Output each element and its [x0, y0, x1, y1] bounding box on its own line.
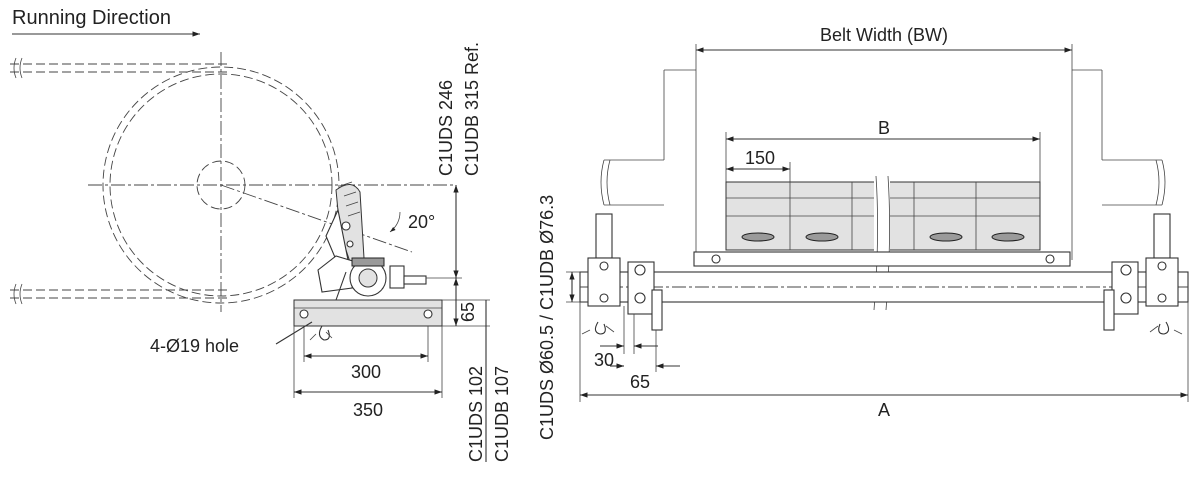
angle-line: [220, 184, 413, 253]
base-ref-uds: C1UDS 102: [466, 366, 486, 462]
dim-300-label: 300: [351, 362, 381, 382]
front-view: C1UDS Ø60.5 / C1UDB Ø76.3 Belt Width (BW…: [537, 25, 1189, 440]
dim-150-label: 150: [745, 148, 775, 168]
side-base-plate: [293, 299, 443, 341]
mount-hole: [423, 309, 433, 319]
front-belt-outline: [600, 69, 1166, 206]
blade-logo-icon: [929, 232, 963, 242]
blade-row: [725, 175, 1041, 311]
dim-65-front-label: 65: [630, 372, 650, 392]
blade-logo-icon: [741, 232, 775, 242]
belt-width-label: Belt Width (BW): [820, 25, 948, 45]
height-ref-udb: C1UDB 315 Ref.: [462, 42, 482, 176]
dim-65-label: 65: [458, 302, 478, 322]
dim-b-label: B: [878, 118, 890, 138]
angle-label: 20°: [408, 212, 435, 232]
mount-hole: [299, 309, 309, 319]
belt-lines: [10, 57, 228, 305]
blade-logo-icon: [991, 232, 1025, 242]
blade-logo-icon: [805, 232, 839, 242]
hole-label: 4-Ø19 hole: [150, 336, 239, 356]
base-ref-udb: C1UDB 107: [492, 366, 512, 462]
height-ref-uds: C1UDS 246: [436, 80, 456, 176]
running-direction-label: Running Direction: [12, 7, 171, 29]
head-pulley: [88, 52, 456, 312]
right-tensioner: [1103, 213, 1183, 335]
dim-30-label: 30: [594, 350, 614, 370]
side-blade-assembly: [317, 181, 427, 319]
dim-a-label: A: [878, 400, 890, 420]
left-tensioner: [581, 213, 663, 335]
dim-350-label: 350: [353, 400, 383, 420]
side-view: Running Direction: [10, 7, 512, 462]
shaft-diameter-label: C1UDS Ø60.5 / C1UDB Ø76.3: [537, 195, 557, 440]
